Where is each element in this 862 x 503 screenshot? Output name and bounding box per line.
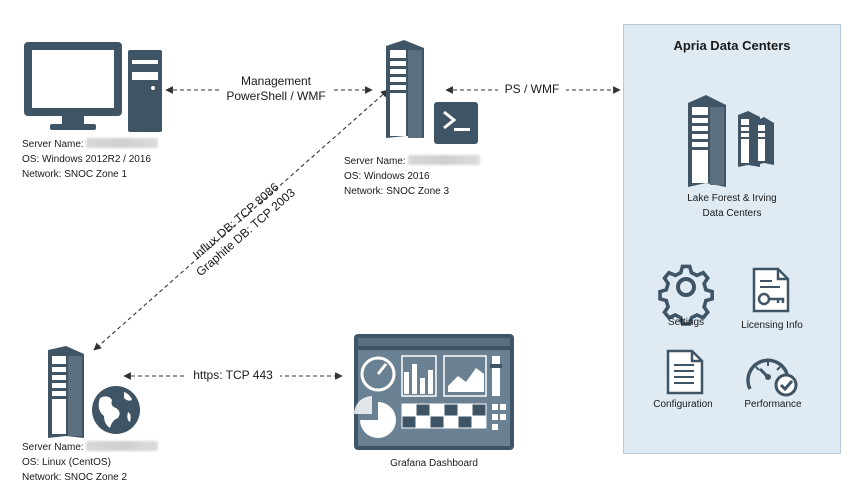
grafana-label: Grafana Dashboard	[390, 458, 478, 469]
ps-wmf-label: PS / WMF	[498, 82, 566, 96]
performance-gauge-icon[interactable]	[744, 351, 800, 397]
server1-network: Network: SNOC Zone 1	[22, 169, 128, 180]
apria-datacenter-panel: Apria Data Centers Lake Forest & Irving …	[623, 24, 841, 454]
redacted-name	[85, 138, 158, 148]
redacted-name	[407, 155, 480, 165]
server1-name-row: Server Name:	[22, 137, 158, 152]
server2-os: OS: Linux (CentOS)	[22, 457, 111, 468]
server3-network: Network: SNOC Zone 3	[344, 186, 450, 197]
datacenter-label: Lake Forest & Irving Data Centers	[624, 191, 840, 221]
license-document-icon[interactable]	[752, 267, 790, 313]
panel-title: Apria Data Centers	[673, 38, 791, 53]
desktop-computer-icon	[24, 42, 162, 132]
server3-name-label: Server Name:	[344, 156, 406, 167]
management-line-2: PowerShell / WMF	[226, 89, 326, 103]
server3-info: Server Name: OS: Windows 2016 Network: S…	[344, 154, 480, 199]
https-label: https: TCP 443	[186, 368, 280, 382]
gear-icon[interactable]	[658, 261, 715, 326]
server1-info: Server Name: OS: Windows 2012R2 / 2016 N…	[22, 137, 158, 182]
server1-os: OS: Windows 2012R2 / 2016	[22, 154, 151, 165]
dashboard-icon	[354, 334, 514, 450]
redacted-name	[85, 441, 158, 451]
management-label: Management PowerShell / WMF	[220, 74, 332, 104]
configuration-label: Configuration	[653, 399, 713, 410]
management-line-1: Management	[240, 74, 312, 88]
configuration-document-icon[interactable]	[666, 349, 704, 395]
server2-name-row: Server Name:	[22, 440, 158, 455]
influx-connection	[93, 89, 389, 351]
datacenter-line-1: Lake Forest & Irving	[687, 193, 777, 204]
server-powershell-icon	[386, 40, 478, 144]
server2-name-label: Server Name:	[22, 442, 84, 453]
licensing-label: Licensing Info	[741, 320, 803, 331]
performance-label: Performance	[744, 399, 802, 410]
server3-os: OS: Windows 2016	[344, 171, 430, 182]
server-globe-icon	[48, 346, 140, 438]
settings-label: Settings	[667, 317, 705, 328]
server1-name-label: Server Name:	[22, 139, 84, 150]
datacenter-line-2: Data Centers	[702, 208, 762, 219]
server2-network: Network: SNOC Zone 2	[22, 472, 128, 483]
server2-info: Server Name: OS: Linux (CentOS) Network:…	[22, 440, 158, 485]
server3-name-row: Server Name:	[344, 154, 480, 169]
datacenter-servers-icon	[688, 95, 774, 187]
